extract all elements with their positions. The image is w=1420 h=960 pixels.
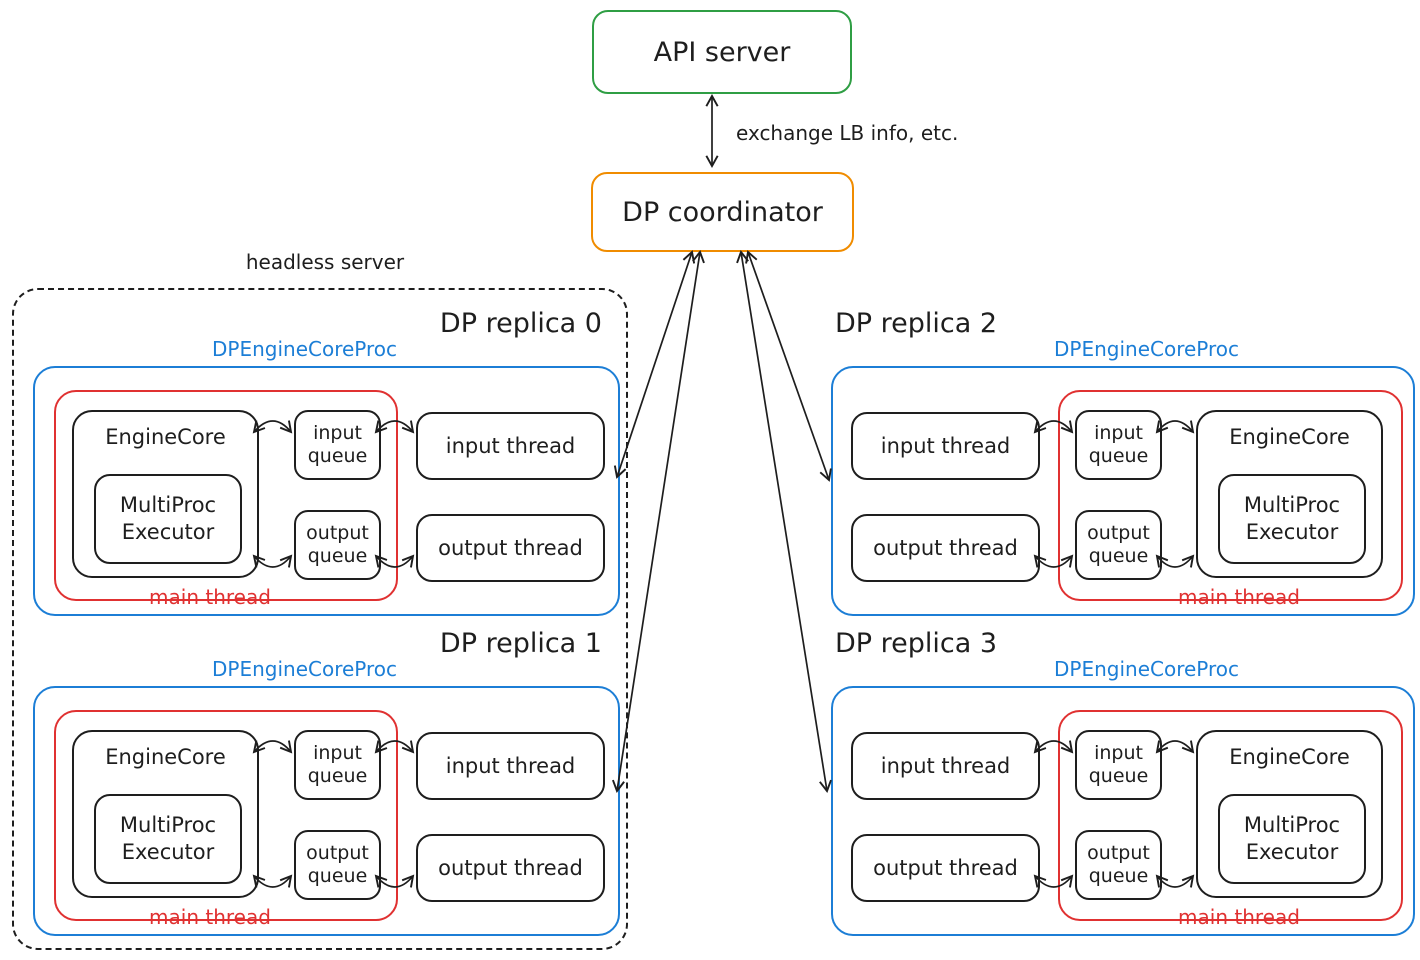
replica-2-main-thread-box xyxy=(1058,390,1403,601)
replica-3-main-thread-label: main thread xyxy=(1178,905,1300,929)
dp-replica-3: DP replica 3 DPEngineCoreProc EngineCore… xyxy=(831,628,1415,936)
input-queue-label-line1: input xyxy=(1094,422,1143,445)
replica-0-title: DP replica 0 xyxy=(439,308,602,339)
multiproc-label-line1: MultiProc xyxy=(1243,492,1341,517)
replica-0-multiproc-executor-box: MultiProc Executor xyxy=(94,474,242,564)
replica-3-engine-core-box: EngineCore MultiProc Executor xyxy=(1196,730,1383,898)
multiproc-label-line2: Executor xyxy=(121,840,215,864)
output-queue-label-line1: output xyxy=(1087,842,1150,865)
replica-3-title: DP replica 3 xyxy=(835,628,998,659)
output-queue-label-line1: output xyxy=(306,842,369,865)
arrow-coordinator-replica-0 xyxy=(613,250,696,479)
replica-0-main-thread-box xyxy=(54,390,398,601)
replica-3-output-thread-box: output thread xyxy=(851,834,1040,902)
replica-3-input-thread-box: input thread xyxy=(851,732,1040,800)
exchange-lb-label: exchange LB info, etc. xyxy=(736,121,959,145)
replica-0-proc-label: DPEngineCoreProc xyxy=(212,337,398,361)
engine-core-label: EngineCore xyxy=(105,745,226,769)
multiproc-label-line1: MultiProc xyxy=(1243,812,1341,837)
replica-2-output-thread-box: output thread xyxy=(851,514,1040,582)
replica-2-input-queue-box: input queue xyxy=(1075,410,1162,480)
dp-coordinator-label: DP coordinator xyxy=(622,196,823,228)
api-server-box: API server xyxy=(592,10,852,94)
input-thread-label: input thread xyxy=(880,754,1011,778)
input-thread-label: input thread xyxy=(445,754,576,778)
replica-1-output-queue-box: output queue xyxy=(294,830,381,900)
multiproc-label-line2: Executor xyxy=(1245,520,1339,544)
replica-0-input-thread-box: input thread xyxy=(416,412,605,480)
replica-3-multiproc-executor-box: MultiProc Executor xyxy=(1218,794,1366,884)
replica-2-main-thread-label: main thread xyxy=(1178,585,1300,609)
output-queue-label-line2: queue xyxy=(307,545,368,567)
dp-replica-1: DP replica 1 DPEngineCoreProc EngineCore… xyxy=(33,628,620,936)
replica-2-input-thread-box: input thread xyxy=(851,412,1040,480)
replica-2-engine-core-box: EngineCore MultiProc Executor xyxy=(1196,410,1383,578)
replica-3-input-queue-box: input queue xyxy=(1075,730,1162,800)
replica-3-main-thread-box xyxy=(1058,710,1403,921)
replica-0-output-thread-box: output thread xyxy=(416,514,605,582)
output-thread-label: output thread xyxy=(873,536,1018,560)
input-queue-label-line1: input xyxy=(313,422,362,445)
output-thread-label: output thread xyxy=(873,856,1018,880)
output-queue-label-line2: queue xyxy=(307,865,368,887)
output-queue-label-line1: output xyxy=(306,522,369,545)
api-server-label: API server xyxy=(653,36,791,68)
replica-3-proc-label: DPEngineCoreProc xyxy=(1054,657,1240,681)
output-queue-label-line1: output xyxy=(1087,522,1150,545)
multiproc-label-line1: MultiProc xyxy=(119,492,217,517)
replica-1-input-thread-box: input thread xyxy=(416,732,605,800)
replica-2-title: DP replica 2 xyxy=(835,308,998,339)
arrow-coordinator-replica-1 xyxy=(612,250,705,793)
replica-0-main-thread-label: main thread xyxy=(149,585,271,609)
replica-1-main-thread-box xyxy=(54,710,398,921)
replica-1-engine-core-box: EngineCore MultiProc Executor xyxy=(72,730,259,898)
replica-1-output-thread-box: output thread xyxy=(416,834,605,902)
replica-0-engine-core-box: EngineCore MultiProc Executor xyxy=(72,410,259,578)
replica-0-input-queue-box: input queue xyxy=(294,410,381,480)
dp-coordinator-box: DP coordinator xyxy=(591,172,854,252)
input-queue-label-line2: queue xyxy=(1088,445,1149,467)
replica-2-multiproc-executor-box: MultiProc Executor xyxy=(1218,474,1366,564)
replica-2-output-queue-box: output queue xyxy=(1075,510,1162,580)
arrow-coordinator-replica-3 xyxy=(736,250,832,793)
input-thread-label: input thread xyxy=(880,434,1011,458)
dp-replica-0: DP replica 0 DPEngineCoreProc EngineCore… xyxy=(33,308,620,616)
replica-1-input-queue-box: input queue xyxy=(294,730,381,800)
input-queue-label-line1: input xyxy=(1094,742,1143,765)
replica-3-output-queue-box: output queue xyxy=(1075,830,1162,900)
input-queue-label-line2: queue xyxy=(307,445,368,467)
headless-server-label: headless server xyxy=(245,250,405,274)
multiproc-label-line1: MultiProc xyxy=(119,812,217,837)
replica-0-output-queue-box: output queue xyxy=(294,510,381,580)
arrow-coordinator-replica-2 xyxy=(745,250,832,482)
input-queue-label-line1: input xyxy=(313,742,362,765)
replica-1-multiproc-executor-box: MultiProc Executor xyxy=(94,794,242,884)
engine-core-label: EngineCore xyxy=(1229,745,1350,769)
multiproc-label-line2: Executor xyxy=(121,520,215,544)
replica-1-proc-label: DPEngineCoreProc xyxy=(212,657,398,681)
dp-replica-2: DP replica 2 DPEngineCoreProc EngineCore… xyxy=(831,308,1415,616)
output-thread-label: output thread xyxy=(438,856,583,880)
engine-core-label: EngineCore xyxy=(1229,425,1350,449)
engine-core-label: EngineCore xyxy=(105,425,226,449)
input-queue-label-line2: queue xyxy=(307,765,368,787)
replica-2-proc-label: DPEngineCoreProc xyxy=(1054,337,1240,361)
input-queue-label-line2: queue xyxy=(1088,765,1149,787)
replica-1-main-thread-label: main thread xyxy=(149,905,271,929)
input-thread-label: input thread xyxy=(445,434,576,458)
output-queue-label-line2: queue xyxy=(1088,545,1149,567)
multiproc-label-line2: Executor xyxy=(1245,840,1339,864)
output-queue-label-line2: queue xyxy=(1088,865,1149,887)
output-thread-label: output thread xyxy=(438,536,583,560)
replica-1-title: DP replica 1 xyxy=(439,628,602,659)
